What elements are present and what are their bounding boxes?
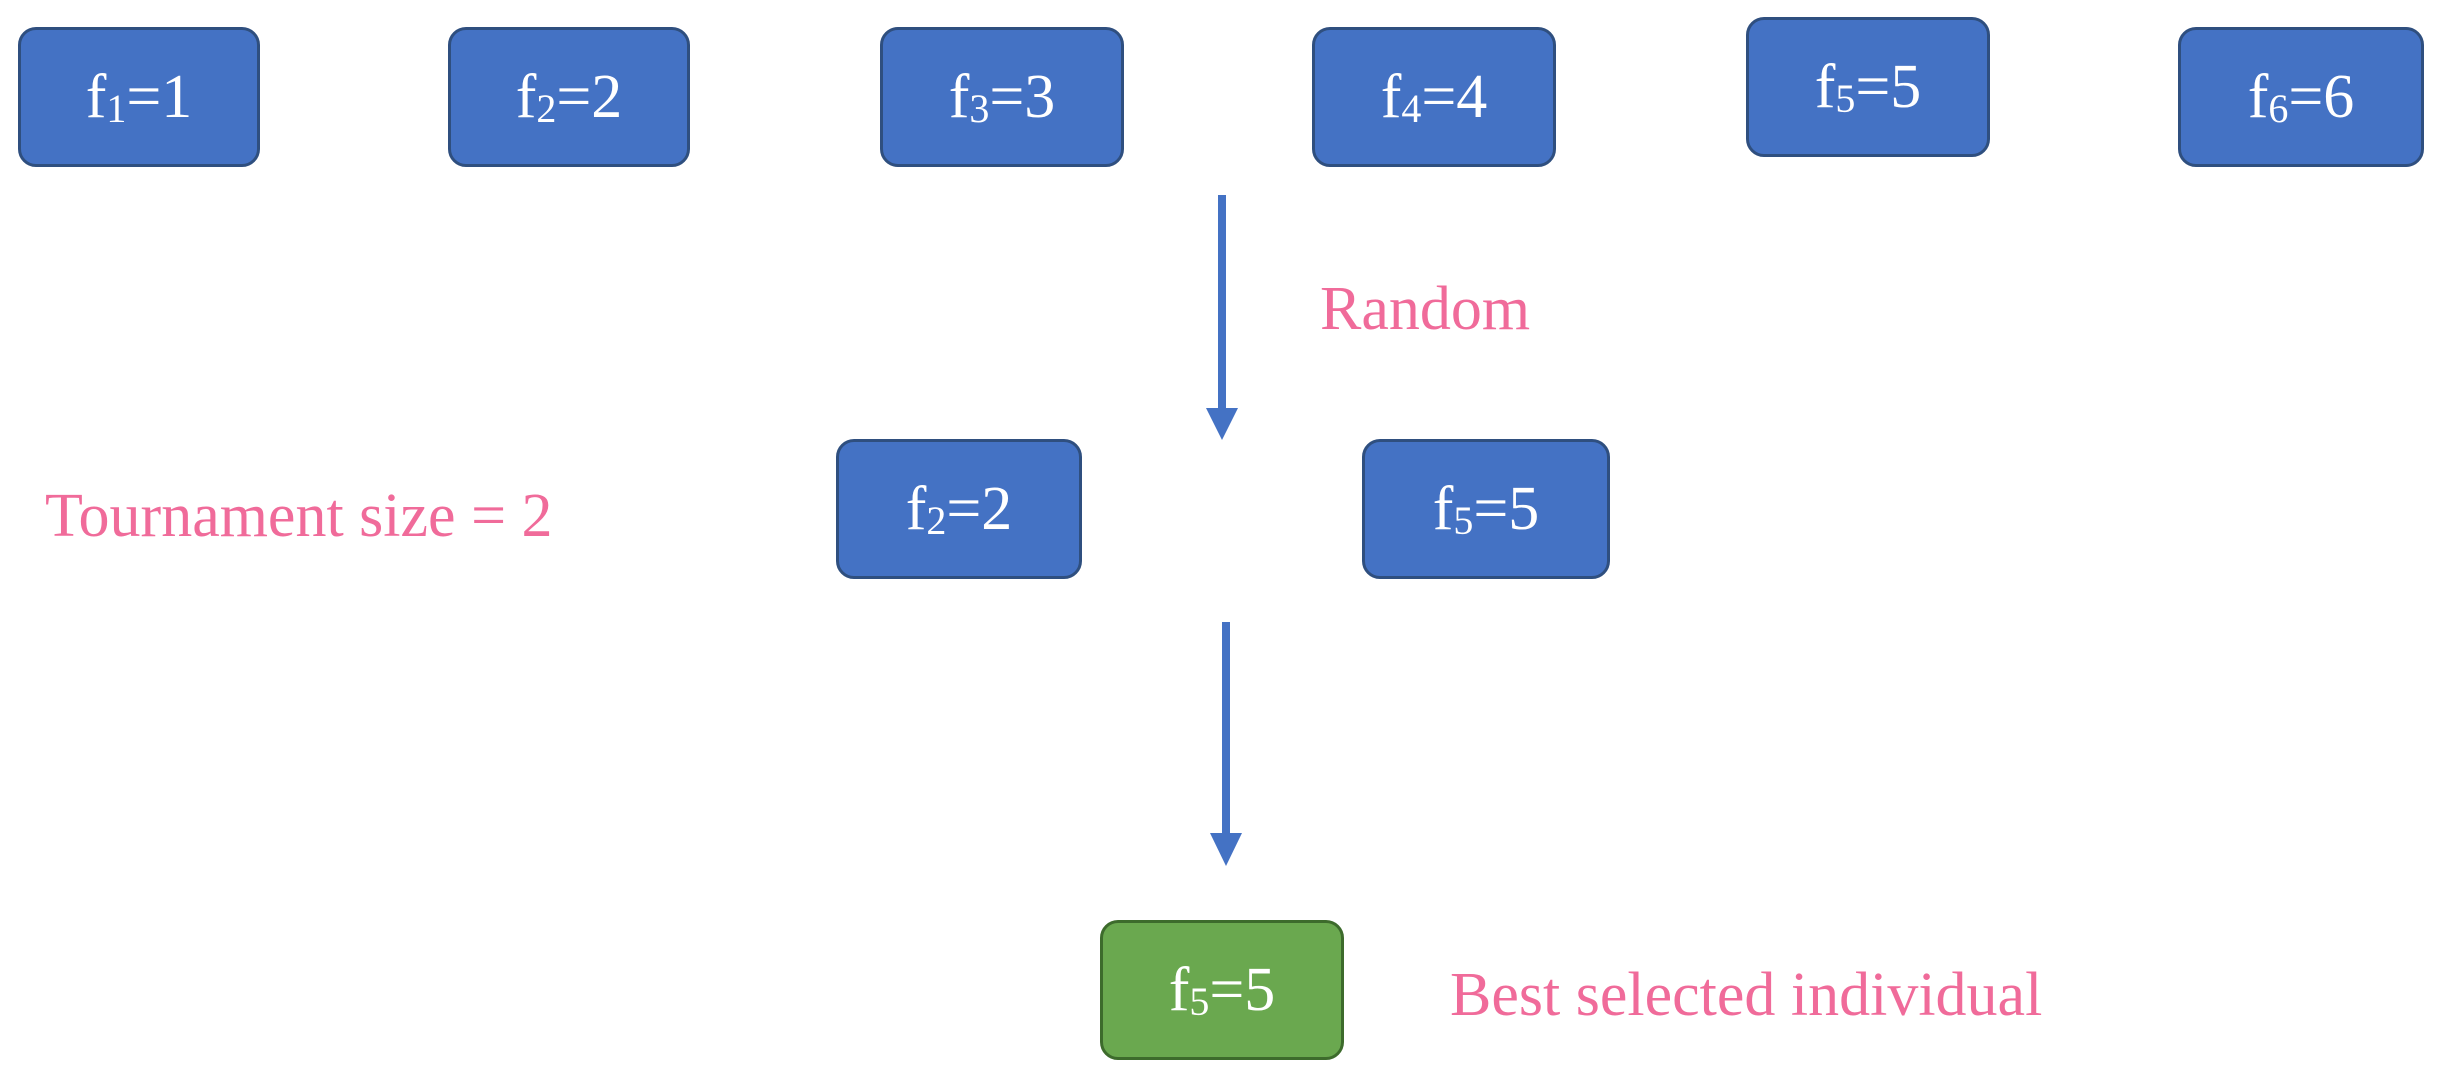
box-value: =5 bbox=[1473, 475, 1540, 543]
best-selected-label: Best selected individual bbox=[1450, 961, 2043, 1029]
box-letter: f bbox=[948, 63, 970, 131]
box-letter: f bbox=[2247, 63, 2269, 131]
box-value: =6 bbox=[2288, 63, 2355, 131]
box-letter: f bbox=[1432, 475, 1454, 543]
box-value: =3 bbox=[989, 63, 1056, 131]
box-letter: f bbox=[85, 63, 107, 131]
random-label: Random bbox=[1320, 275, 1531, 343]
box-value: =5 bbox=[1855, 53, 1922, 121]
box-letter: f bbox=[905, 475, 927, 543]
box-letter: f bbox=[1168, 956, 1190, 1024]
box-value: =4 bbox=[1421, 63, 1488, 131]
box-value: =2 bbox=[556, 63, 623, 131]
selection-arrow bbox=[1210, 622, 1242, 866]
box-letter: f bbox=[1380, 63, 1402, 131]
box-value: =2 bbox=[946, 475, 1013, 543]
box-letter: f bbox=[515, 63, 537, 131]
box-value: =5 bbox=[1209, 956, 1276, 1024]
tournament-size-label: Tournament size = 2 bbox=[45, 482, 553, 550]
box-value: =1 bbox=[126, 63, 193, 131]
box-letter: f bbox=[1814, 53, 1836, 121]
random-arrow bbox=[1206, 195, 1238, 440]
